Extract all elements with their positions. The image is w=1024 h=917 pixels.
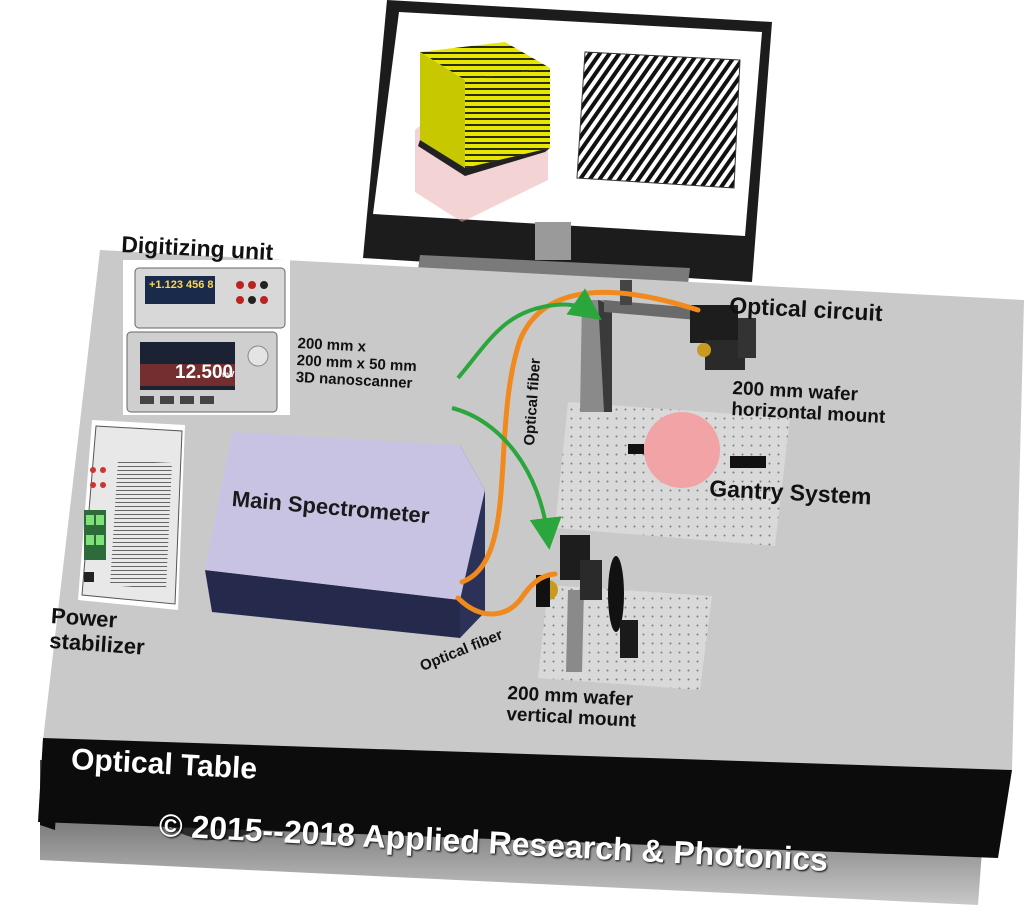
scanner-dimensions-label: 200 mm x 200 mm x 50 mm 3D nanoscanner xyxy=(295,335,418,393)
table-black-band xyxy=(38,738,1012,858)
digitizing-unit xyxy=(123,260,290,415)
meter-reading-top: +1.123 456 8 xyxy=(149,279,214,291)
vertical-mount-label: 200 mm wafer vertical mount xyxy=(506,683,638,732)
optical-fibers xyxy=(455,289,701,617)
vertical-breadboard xyxy=(536,535,712,690)
scanner-arrows xyxy=(451,288,602,550)
monitor xyxy=(363,0,772,284)
meter-reading-main: 12.500 xyxy=(175,362,234,383)
horizontal-mount-label: 200 mm wafer horizontal mount xyxy=(731,378,887,429)
optical-circuit-head xyxy=(690,305,756,370)
spectrometer-front xyxy=(205,570,460,638)
spectrometer-top xyxy=(205,432,485,600)
power-stabilizer xyxy=(78,420,185,610)
optical-fiber-top-line xyxy=(459,289,701,585)
monitor-stand-neck xyxy=(535,222,571,260)
wafer-vertical xyxy=(608,556,624,632)
nanoscan-cube-image xyxy=(415,42,550,222)
monitor-stand-base xyxy=(418,255,690,284)
optical-fiber-bottom-line xyxy=(455,571,558,617)
power-stabilizer-label: Power stabilizer xyxy=(49,603,148,660)
main-spectrometer xyxy=(205,432,485,638)
wafer-horizontal xyxy=(644,412,720,488)
arrow-to-vertical-mount xyxy=(451,406,562,550)
arrow-to-gantry xyxy=(456,288,602,380)
meter-unit: mV xyxy=(222,370,235,379)
interference-pattern-image xyxy=(576,51,741,189)
